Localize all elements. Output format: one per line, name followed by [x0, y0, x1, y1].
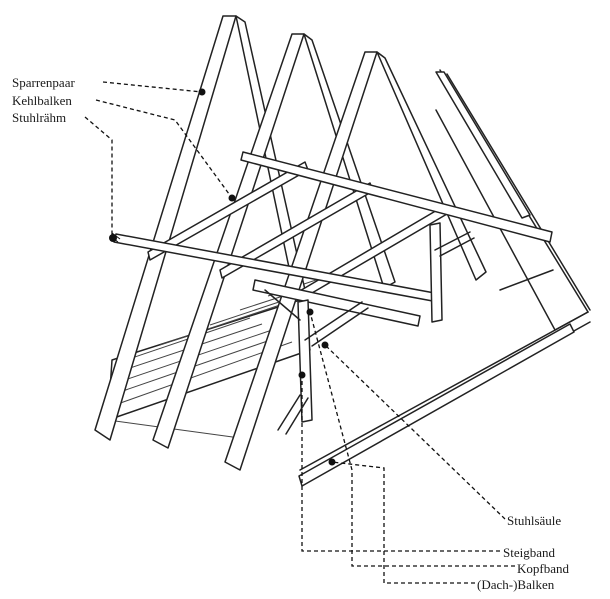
rafter-pair-1 — [94, 15, 306, 441]
marker-dots — [109, 88, 336, 466]
label-kehlbalken: Kehlbalken — [12, 93, 72, 108]
label-steigband: Steigband — [503, 545, 555, 560]
label-kopfband: Kopfband — [517, 561, 569, 576]
tie-beam — [298, 323, 575, 487]
rafter-pair-2 — [152, 33, 396, 449]
stool-posts — [264, 222, 475, 435]
label-stuhlsaule: Stuhlsäule — [507, 513, 562, 528]
label-stuhlrahm: Stuhlrähm — [12, 110, 67, 125]
rafter-far — [435, 71, 531, 219]
label-dach-balken: (Dach-)Balken — [477, 577, 555, 592]
label-sparrenpaar: Sparrenpaar — [12, 75, 75, 90]
stool-plate-end-hatch — [109, 232, 121, 243]
leader-lines — [84, 81, 515, 584]
